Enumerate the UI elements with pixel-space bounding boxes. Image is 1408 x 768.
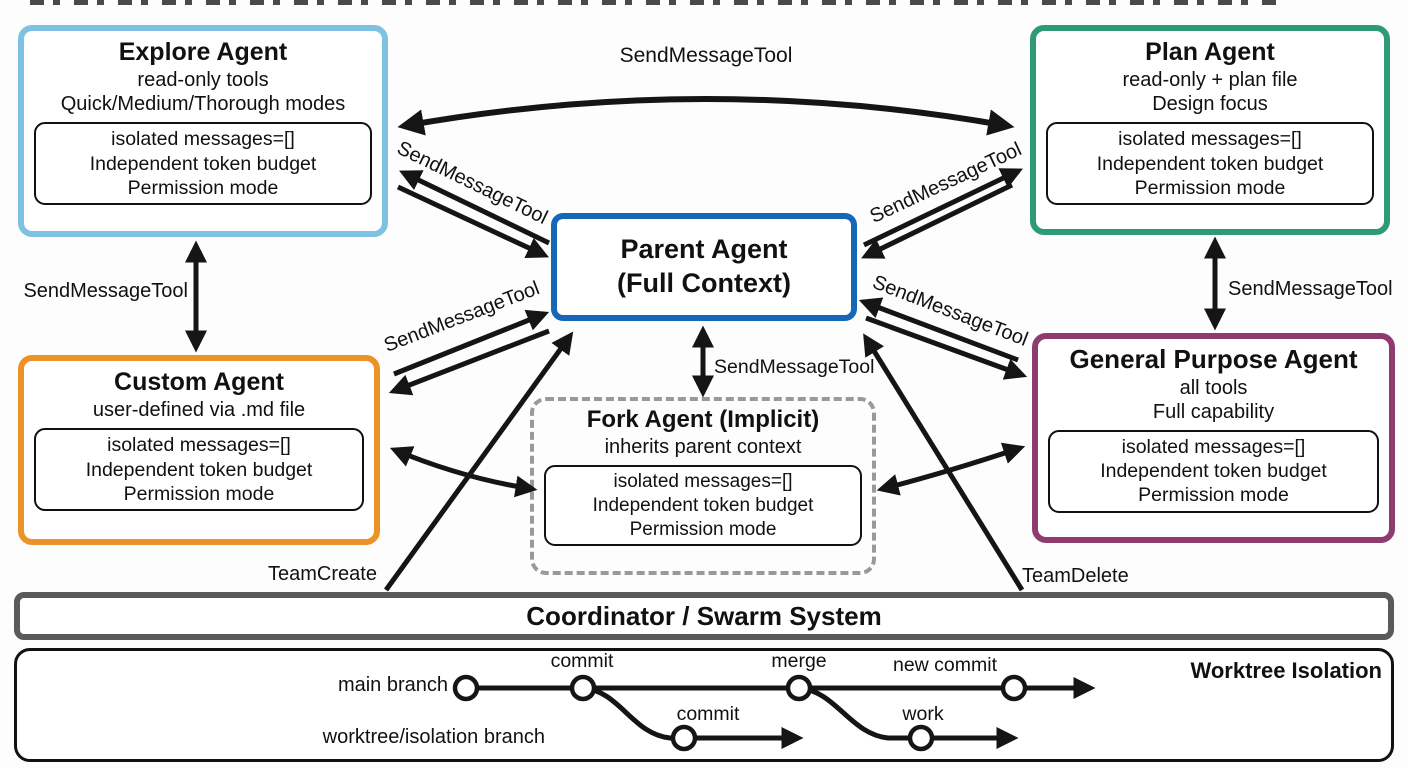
isolation-line-1: isolated messages=[] — [1121, 435, 1306, 458]
send-message-tool-label-parent-fork: SendMessageTool — [714, 356, 875, 378]
isolation-line-2: Independent token budget — [592, 494, 814, 516]
git-merge-label: merge — [771, 650, 827, 672]
plan-agent-subtitle-2: Design focus — [1152, 93, 1268, 116]
arrow-parent-to-explore — [399, 170, 551, 246]
isolation-line-2: Independent token budget — [89, 152, 317, 175]
general-purpose-agent-subtitle-1: all tools — [1179, 376, 1248, 399]
team-create-label: TeamCreate — [268, 563, 377, 585]
isolation-line-3: Permission mode — [127, 177, 279, 199]
custom-agent-box: Custom Agent user-defined via .md file i… — [18, 355, 380, 545]
fork-agent-title: Fork Agent (Implicit) — [586, 406, 820, 433]
team-delete-label: TeamDelete — [1022, 565, 1129, 587]
git-node-commit — [569, 674, 597, 702]
fork-agent-subtitle-1: inherits parent context — [604, 436, 802, 458]
parent-agent-box: Parent Agent (Full Context) — [551, 213, 857, 321]
isolation-line-2: Independent token budget — [1100, 459, 1327, 482]
custom-agent-title: Custom Agent — [114, 368, 284, 396]
isolation-line-2: Independent token budget — [1096, 152, 1324, 175]
explore-agent-subtitle-2: Quick/Medium/Thorough modes — [60, 93, 346, 116]
isolation-line-3: Permission mode — [1134, 177, 1286, 199]
isolation-line-3: Permission mode — [123, 483, 275, 505]
send-message-tool-label-top-arc: SendMessageTool — [619, 44, 793, 67]
arrow-custom-to-parent — [393, 309, 550, 377]
worktree-isolation-title: Worktree Isolation — [1190, 658, 1382, 683]
isolation-line-3: Permission mode — [1138, 484, 1289, 507]
arrow-custom-fork — [389, 446, 538, 498]
isolation-line-1: isolated messages=[] — [1118, 128, 1302, 151]
git-branch-commit-label: commit — [676, 703, 740, 725]
plan-agent-isolation-box: isolated messages=[] Independent token b… — [1046, 122, 1374, 206]
custom-agent-isolation-box: isolated messages=[] Independent token b… — [34, 428, 364, 512]
plan-agent-title: Plan Agent — [1145, 38, 1275, 66]
worktree-branch-label: worktree/isolation branch — [322, 726, 545, 748]
isolation-line-3: Permission mode — [629, 518, 777, 540]
git-node-new-commit — [1000, 674, 1028, 702]
worktree-isolation-box — [14, 648, 1394, 762]
git-commit-label: commit — [550, 650, 614, 672]
arrow-parent-to-plan — [862, 168, 1023, 248]
explore-agent-title: Explore Agent — [118, 38, 288, 66]
git-node-start — [452, 674, 480, 702]
explore-agent-box: Explore Agent read-only tools Quick/Medi… — [18, 25, 388, 237]
parent-agent-title-line-1: Parent Agent — [620, 234, 788, 265]
general-purpose-agent-box: General Purpose Agent all tools Full cap… — [1032, 333, 1395, 543]
arrow-parent-to-gp — [865, 315, 1028, 380]
arrow-explore-to-parent — [396, 184, 549, 259]
general-purpose-agent-subtitle-2: Full capability — [1152, 400, 1275, 423]
general-purpose-agent-title: General Purpose Agent — [1069, 344, 1358, 374]
coordinator-bar: Coordinator / Swarm System — [14, 592, 1394, 640]
isolation-line-2: Independent token budget — [85, 458, 313, 481]
git-node-merge — [785, 674, 813, 702]
isolation-line-1: isolated messages=[] — [107, 434, 291, 457]
git-work-label: work — [902, 703, 944, 725]
team-delete-line — [863, 333, 1025, 592]
parent-agent-title-line-2: (Full Context) — [617, 268, 791, 298]
main-branch-label: main branch — [337, 674, 448, 696]
fork-agent-isolation-box: isolated messages=[] Independent token b… — [544, 465, 862, 547]
isolation-line-1: isolated messages=[] — [111, 128, 295, 151]
coordinator-title: Coordinator / Swarm System — [526, 600, 882, 631]
isolation-line-1: isolated messages=[] — [613, 471, 793, 492]
general-purpose-agent-isolation-box: isolated messages=[] Independent token b… — [1048, 429, 1379, 513]
git-node-branch-commit — [670, 724, 698, 752]
arrow-parent-to-custom — [388, 328, 550, 396]
fork-agent-box: Fork Agent (Implicit) inherits parent co… — [530, 397, 876, 575]
explore-agent-isolation-box: isolated messages=[] Independent token b… — [34, 122, 372, 206]
top-crop-artifact — [30, 0, 1280, 5]
custom-agent-subtitle-1: user-defined via .md file — [92, 399, 306, 422]
plan-agent-box: Plan Agent read-only + plan file Design … — [1030, 25, 1390, 235]
send-message-tool-label-explore-custom: SendMessageTool — [23, 280, 188, 302]
arrow-plan-to-parent — [861, 182, 1014, 259]
plan-agent-subtitle-1: read-only + plan file — [1122, 69, 1298, 92]
git-new-commit-label: new commit — [892, 654, 998, 676]
arrow-gp-to-parent — [858, 297, 1019, 363]
team-create-line — [383, 331, 574, 592]
explore-agent-subtitle-1: read-only tools — [137, 69, 269, 92]
arrow-explore-plan-arc — [397, 96, 1015, 136]
git-node-work — [907, 724, 935, 752]
arrow-fork-gp — [876, 442, 1026, 496]
send-message-tool-label-plan-gp: SendMessageTool — [1228, 278, 1393, 300]
